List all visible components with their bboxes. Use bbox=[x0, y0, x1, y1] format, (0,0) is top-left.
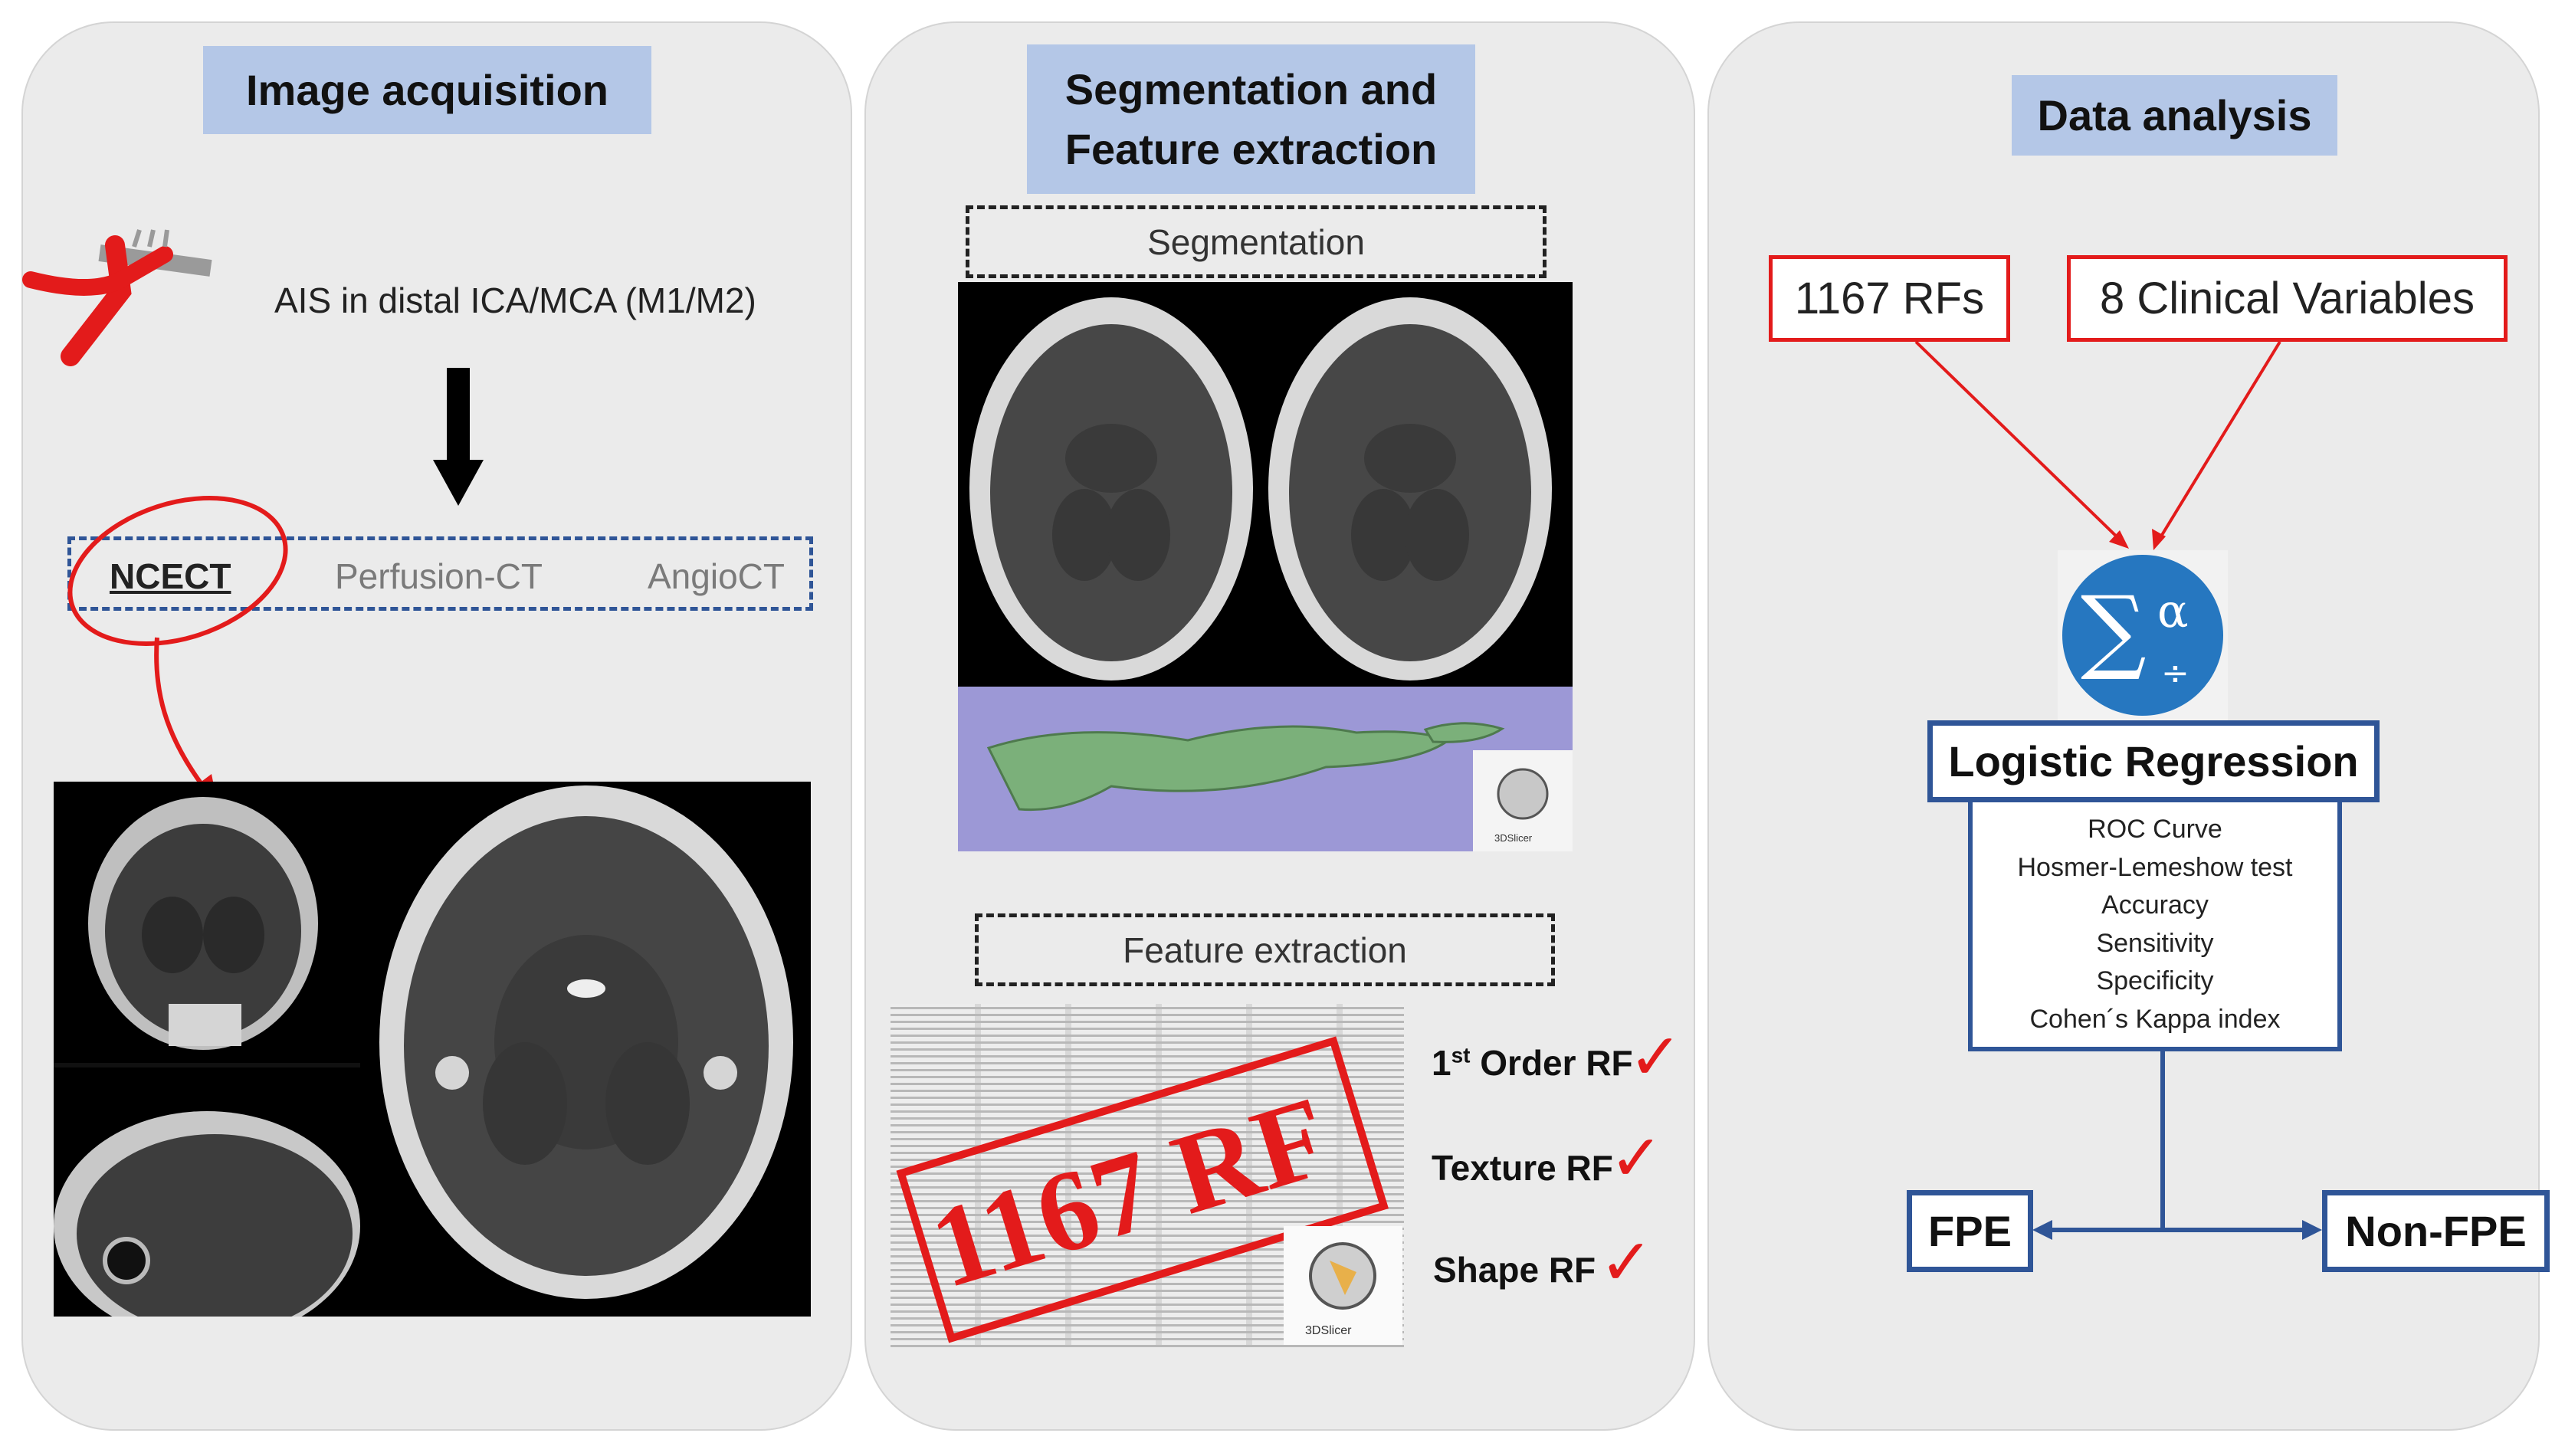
logistic-regression-box: Logistic Regression bbox=[1927, 720, 2380, 802]
check-icon-2: ✓ bbox=[1609, 1120, 1664, 1195]
feature-1st-order-sup: st bbox=[1451, 1043, 1471, 1067]
panel3-title: Data analysis bbox=[2012, 75, 2337, 156]
output-fpe: FPE bbox=[1907, 1190, 2033, 1272]
slicer-logo-label-bottom: 3DSlicer bbox=[1305, 1324, 1352, 1337]
slicer-logo-bottom: 3DSlicer bbox=[1284, 1226, 1402, 1345]
feature-shape: Shape RF bbox=[1433, 1250, 1596, 1290]
sigma-symbol: ∑ bbox=[2081, 577, 2147, 684]
segmentation-3d-view: 3DSlicer bbox=[958, 687, 1573, 851]
divide-symbol: ÷ bbox=[2161, 654, 2189, 693]
input-rfs: 1167 RFs bbox=[1769, 255, 2010, 342]
metric-specificity: Specificity bbox=[2096, 966, 2214, 996]
panel2-title: Segmentation and Feature extraction bbox=[1027, 44, 1475, 194]
modality-perfusion-ct: Perfusion-CT bbox=[335, 556, 543, 596]
segmentation-ct-images bbox=[958, 282, 1573, 687]
panel2-title-line2: Feature extraction bbox=[1064, 124, 1438, 173]
modality-ncect: NCECT bbox=[110, 556, 231, 596]
feature-1st-order-num: 1 bbox=[1432, 1043, 1451, 1083]
output-non-fpe: Non-FPE bbox=[2322, 1190, 2550, 1272]
metric-accuracy: Accuracy bbox=[2101, 890, 2209, 920]
alpha-symbol: α bbox=[2157, 585, 2189, 638]
segmentation-label: Segmentation bbox=[966, 205, 1547, 278]
metrics-box: ROC Curve Hosmer-Lemeshow test Accuracy … bbox=[1968, 802, 2342, 1051]
modality-angioct: AngioCT bbox=[648, 556, 785, 596]
feature-extraction-label: Feature extraction bbox=[975, 913, 1555, 986]
panel2-title-line1: Segmentation and bbox=[1064, 64, 1438, 113]
metric-cohens-kappa: Cohen´s Kappa index bbox=[2029, 1004, 2281, 1034]
metric-hosmer-lemeshow: Hosmer-Lemeshow test bbox=[2017, 852, 2293, 882]
feature-1st-order-rest: Order RF bbox=[1470, 1043, 1633, 1083]
check-icon-3: ✓ bbox=[1599, 1225, 1654, 1300]
feature-1st-order: 1st Order RF bbox=[1432, 1042, 1633, 1084]
sigma-icon: ∑ α ÷ bbox=[2058, 550, 2228, 720]
metric-sensitivity: Sensitivity bbox=[2096, 928, 2214, 958]
check-icon-1: ✓ bbox=[1629, 1019, 1683, 1094]
feature-texture: Texture RF bbox=[1432, 1148, 1613, 1188]
slicer-logo-label-top: 3DSlicer bbox=[1494, 832, 1533, 844]
ais-label: AIS in distal ICA/MCA (M1/M2) bbox=[274, 280, 756, 320]
input-clinical-variables: 8 Clinical Variables bbox=[2067, 255, 2508, 342]
ncect-images bbox=[54, 782, 811, 1317]
metric-roc-curve: ROC Curve bbox=[2088, 815, 2222, 844]
panel1-title: Image acquisition bbox=[203, 46, 651, 134]
